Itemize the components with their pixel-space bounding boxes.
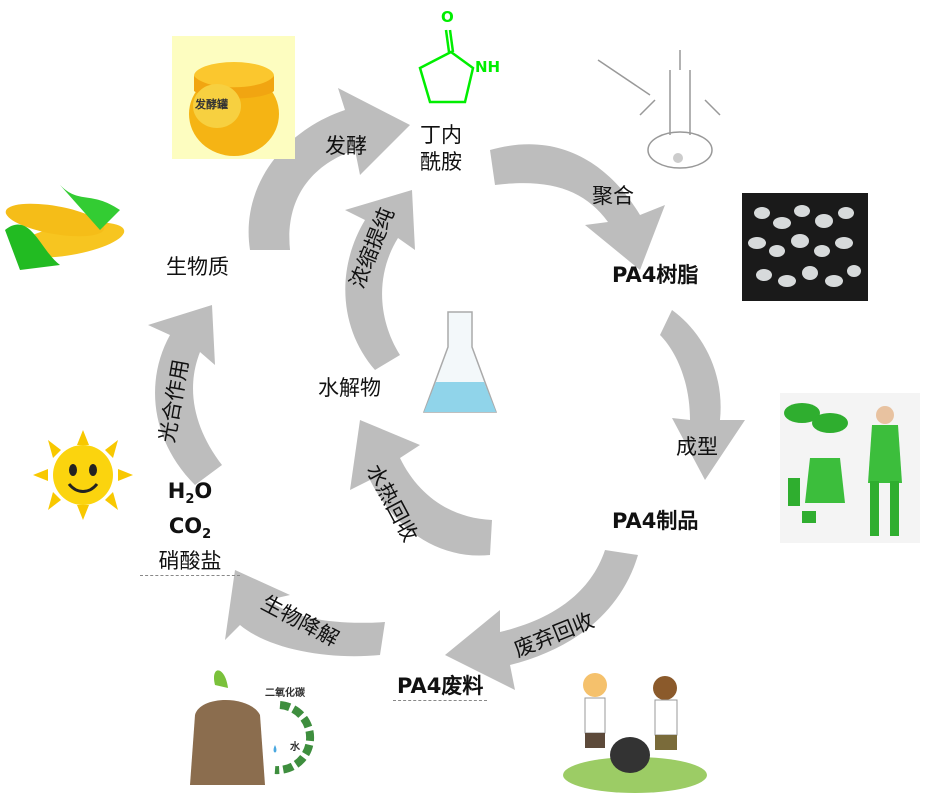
arrow-polymerization <box>490 144 665 270</box>
molecule-nh-label: NH <box>475 58 500 76</box>
arrow-label-fermentation: 发酵 <box>325 134 367 158</box>
arrow-fermentation <box>248 88 410 250</box>
node-butyrolactam-line1: 丁内 <box>420 123 462 147</box>
arrow-hydrothermal-recovery <box>350 420 492 556</box>
compost-co2-label: 二氧化碳 <box>265 688 305 699</box>
sun-image <box>33 430 133 520</box>
node-hydrolysate: 水解物 <box>318 376 381 400</box>
node-h2o: H2O <box>167 479 213 508</box>
node-butyrolactam: 丁内 酰胺 <box>420 122 462 176</box>
lactam-molecule: O NH <box>418 8 500 104</box>
node-pa4-resin: PA4树脂 <box>612 263 699 287</box>
arrow-photosynthesis <box>148 305 222 485</box>
molecule-o-label: O <box>441 8 454 26</box>
node-pa4-waste: PA4废料 <box>393 673 488 701</box>
compost-water-label: 水 <box>290 742 300 753</box>
node-nitrate: 硝酸盐 <box>158 549 222 574</box>
arrow-label-polymerization: 聚合 <box>592 184 634 208</box>
kids-recycling-image <box>563 673 707 793</box>
node-butyrolactam-line2: 酰胺 <box>420 150 462 174</box>
node-inorganic: H2O CO2 硝酸盐 <box>140 478 240 577</box>
fermentation-jar-image: 发酵罐 <box>172 36 295 159</box>
compost-bag-image: 二氧化碳 水 <box>180 660 330 790</box>
node-biomass: 生物质 <box>166 255 229 279</box>
arrow-molding <box>660 310 745 480</box>
arrow-discard-recycle <box>445 550 638 690</box>
arrow-label-molding: 成型 <box>676 435 718 459</box>
node-co2: CO2 <box>168 514 212 543</box>
corn-biomass-image <box>5 185 125 270</box>
node-pa4-product: PA4制品 <box>612 509 699 533</box>
reaction-flask-image <box>597 50 721 169</box>
pa4-resin-pellets-image <box>742 193 868 301</box>
arrow-concentrate-purify <box>345 190 415 370</box>
jar-label: 发酵罐 <box>195 98 228 111</box>
arrow-biodegradation <box>225 570 385 657</box>
hydrolysate-flask-image <box>422 311 498 413</box>
pa4-products-costume-image <box>780 393 920 543</box>
